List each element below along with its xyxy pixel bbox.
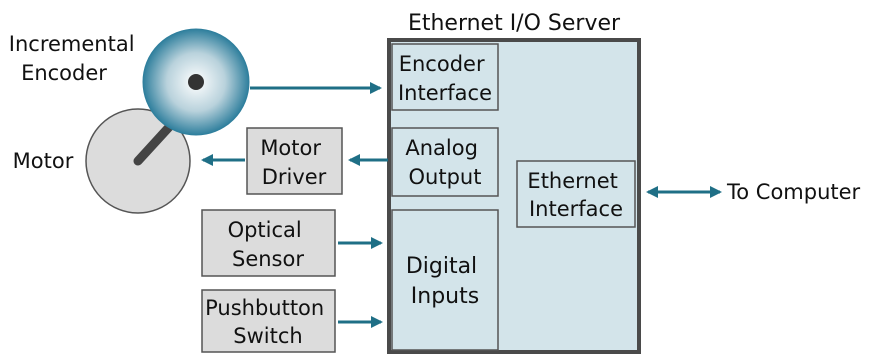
incremental-encoder-label: Incremental Encoder (9, 32, 141, 85)
digital-inputs-label: Digital Inputs (406, 254, 484, 309)
analog-output-label: Analog Output (405, 136, 484, 189)
server-title: Ethernet I/O Server (408, 11, 621, 36)
ethernet-interface-line-1: Ethernet (527, 169, 617, 193)
digital-inputs-line-1: Digital (406, 254, 477, 279)
motor-driver-line-2: Driver (262, 165, 327, 189)
incremental-encoder-line-2: Encoder (21, 61, 107, 85)
ethernet-interface-label: Ethernet Interface (527, 169, 624, 221)
ethernet-interface-block (516, 160, 636, 228)
analog-output-line-2: Output (409, 165, 482, 189)
pushbutton-switch-line-2: Switch (233, 324, 302, 348)
encoder-interface-line-1: Encoder (399, 52, 485, 76)
motor-driver-label: Motor Driver (260, 136, 327, 189)
motor-label: Motor (13, 149, 74, 173)
motor-driver-block (246, 127, 343, 195)
encoder-hub (188, 74, 204, 90)
optical-sensor-line-1: Optical (228, 218, 302, 242)
analog-output-line-1: Analog (405, 136, 478, 160)
pushbutton-switch-line-1: Pushbutton (205, 296, 324, 320)
pushbutton-switch-label: Pushbutton Switch (205, 296, 331, 348)
digital-inputs-line-2: Inputs (411, 284, 479, 309)
to-computer-label: To Computer (726, 180, 861, 204)
motor-driver-line-1: Motor (260, 136, 321, 160)
encoder-interface-label: Encoder Interface (398, 52, 492, 105)
encoder-interface-block (391, 43, 499, 111)
pushbutton-switch-block (201, 289, 336, 353)
ethernet-interface-line-2: Interface (529, 197, 623, 221)
optical-sensor-line-2: Sensor (232, 247, 304, 271)
optical-sensor-label: Optical Sensor (228, 218, 309, 271)
optical-sensor-block (201, 209, 336, 277)
digital-inputs-block (391, 209, 499, 351)
analog-output-block (391, 127, 499, 197)
encoder-interface-line-2: Interface (398, 81, 492, 105)
incremental-encoder-line-1: Incremental (9, 32, 135, 56)
